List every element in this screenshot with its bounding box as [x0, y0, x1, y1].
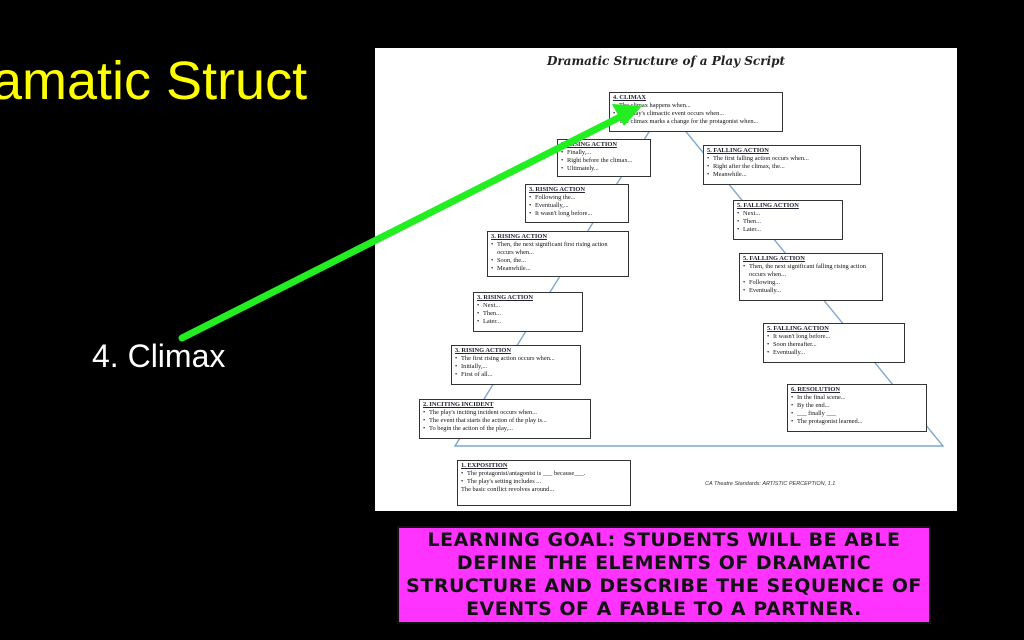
- box-item: Finally,...: [561, 149, 647, 157]
- box-heading: 3. RISING ACTION: [529, 186, 585, 193]
- box-item: Ultimately...: [561, 165, 647, 173]
- box-item: ___ finally ___: [791, 410, 923, 418]
- box-item: Initially,...: [455, 363, 577, 371]
- box-heading: 4. CLIMAX: [613, 94, 647, 101]
- box-heading: 1. EXPOSITION: [461, 462, 508, 469]
- box-item: The play's climactic event occurs when..…: [613, 110, 779, 118]
- rising-action-box: 3. RISING ACTION Finally,... Right befor…: [557, 139, 651, 177]
- box-item: Soon thereafter...: [767, 341, 901, 349]
- box-heading: 5. FALLING ACTION: [737, 202, 799, 209]
- box-item: Then...: [737, 218, 839, 226]
- box-heading: 5. FALLING ACTION: [743, 255, 805, 262]
- standards-note: CA Theatre Standards: ARTISTIC PERCEPTIO…: [705, 481, 836, 487]
- box-heading: 3. RISING ACTION: [455, 347, 511, 354]
- box-item: It wasn't long before...: [767, 333, 901, 341]
- falling-action-box: 5. FALLING ACTION The first falling acti…: [703, 145, 861, 185]
- resolution-box: 6. RESOLUTION In the final scene... By t…: [787, 384, 927, 432]
- box-item: The play's setting includes ...: [461, 478, 627, 486]
- learning-goal-text: Learning Goal: Students will be able def…: [406, 529, 922, 620]
- box-item: Next...: [477, 302, 579, 310]
- box-heading: 5. FALLING ACTION: [707, 147, 769, 154]
- box-item: Then...: [477, 310, 579, 318]
- box-item: By the end...: [791, 402, 923, 410]
- slide-title: amatic Struct: [0, 51, 308, 111]
- exposition-box: 1. EXPOSITION The protagonist/antagonist…: [457, 460, 631, 506]
- rising-action-box: 3. RISING ACTION Following the... Eventu…: [525, 184, 629, 223]
- box-heading: 2. INCITING INCIDENT: [423, 401, 494, 408]
- box-item: The event that starts the action of the …: [423, 417, 587, 425]
- box-item: It wasn't long before...: [529, 210, 625, 218]
- box-item: Later...: [477, 318, 579, 326]
- falling-action-box: 5. FALLING ACTION Then, the next signifi…: [739, 253, 883, 301]
- rising-action-box: 3. RISING ACTION Next... Then... Later..…: [473, 292, 583, 332]
- box-heading: 5. FALLING ACTION: [767, 325, 829, 332]
- box-item: Following the...: [529, 194, 625, 202]
- box-item: The protagonist/antagonist is ___ becaus…: [461, 470, 627, 478]
- box-item: Then, the next significant falling risin…: [743, 263, 879, 279]
- box-item: The play's inciting incident occurs when…: [423, 409, 587, 417]
- box-item: Meanwhile...: [491, 265, 625, 273]
- worksheet-image: Dramatic Structure of a Play Script 4. C…: [375, 48, 957, 511]
- box-heading: 3. RISING ACTION: [477, 294, 533, 301]
- box-heading: 3. RISING ACTION: [561, 141, 617, 148]
- box-item: Right after the climax, the...: [707, 163, 857, 171]
- box-item: Eventually,...: [529, 202, 625, 210]
- box-item: Then, the next significant first rising …: [491, 241, 625, 257]
- box-heading: 3. RISING ACTION: [491, 233, 547, 240]
- box-item: The first rising action occurs when...: [455, 355, 577, 363]
- inciting-incident-box: 2. INCITING INCIDENT The play's inciting…: [419, 399, 591, 439]
- box-item: To begin the action of the play,...: [423, 425, 587, 433]
- box-item: In the final scene...: [791, 394, 923, 402]
- box-item: Right before the climax...: [561, 157, 647, 165]
- box-heading: 6. RESOLUTION: [791, 386, 841, 393]
- box-item: The first falling action occurs when...: [707, 155, 857, 163]
- box-item: Later...: [737, 226, 839, 234]
- climax-label: 4. Climax: [92, 338, 226, 374]
- box-item: Next...: [737, 210, 839, 218]
- box-item: Eventually...: [767, 349, 901, 357]
- rising-action-box: 3. RISING ACTION The first rising action…: [451, 345, 581, 385]
- box-line: The basic conflict revolves around...: [461, 486, 555, 493]
- learning-goal-banner: Learning Goal: Students will be able def…: [397, 526, 931, 624]
- worksheet-title: Dramatic Structure of a Play Script: [546, 54, 786, 68]
- rising-action-box: 3. RISING ACTION Then, the next signific…: [487, 231, 629, 277]
- climax-box: 4. CLIMAX The climax happens when... The…: [609, 92, 783, 132]
- box-item: Soon, the...: [491, 257, 625, 265]
- falling-action-box: 5. FALLING ACTION Next... Then... Later.…: [733, 200, 843, 240]
- box-item: Meanwhile...: [707, 171, 857, 179]
- box-item: The protagonist learned...: [791, 418, 923, 426]
- box-item: Eventually...: [743, 287, 879, 295]
- box-item: First of all...: [455, 371, 577, 379]
- box-item: Following...: [743, 279, 879, 287]
- falling-action-box: 5. FALLING ACTION It wasn't long before.…: [763, 323, 905, 363]
